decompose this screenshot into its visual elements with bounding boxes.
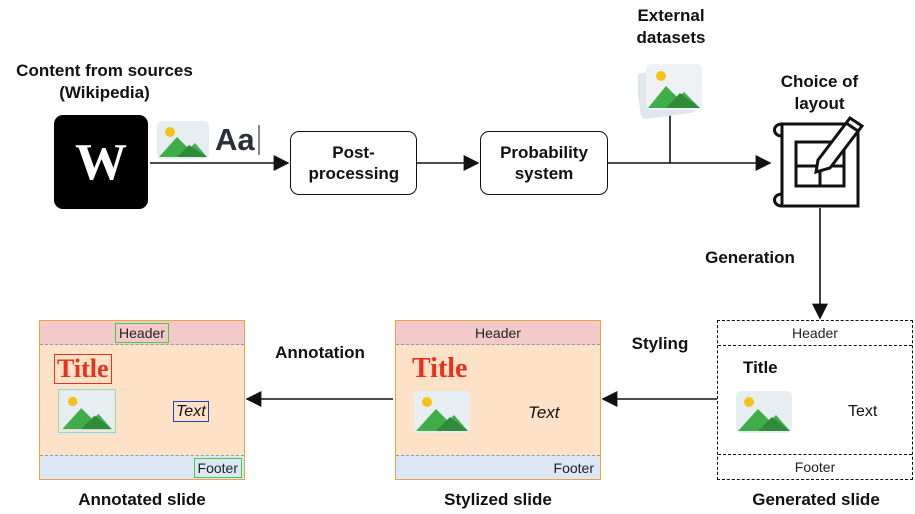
wikipedia-logo-icon: W xyxy=(54,115,148,209)
blueprint-layout-icon xyxy=(773,115,865,208)
post-processing-box: Post-processing xyxy=(290,131,417,195)
generated-slide-caption: Generated slide xyxy=(752,490,880,509)
probability-system-box: Probability system xyxy=(480,131,608,195)
slide-image-icon xyxy=(736,391,792,433)
slide-text: Text xyxy=(173,401,209,422)
text-type-icon: Aa xyxy=(215,120,260,160)
generation-label: Generation xyxy=(705,248,795,267)
slide-title: Title xyxy=(743,358,778,377)
slide-title: Title xyxy=(54,354,112,384)
header-text: Header xyxy=(475,324,521,341)
image-icon xyxy=(157,121,209,159)
slide-footer: Footer xyxy=(718,454,912,479)
slide-header: Header xyxy=(40,321,244,345)
dataset-images-icon xyxy=(638,64,702,120)
wikipedia-glyph: W xyxy=(75,133,127,191)
text-cursor-icon xyxy=(257,125,260,155)
slide-image-icon xyxy=(414,391,470,433)
slide-image-icon xyxy=(59,390,114,431)
post-processing-label: Post-processing xyxy=(308,143,400,183)
annotation-label: Annotation xyxy=(275,343,365,362)
footer-text: Footer xyxy=(553,459,594,476)
footer-text: Footer xyxy=(794,459,836,475)
annotated-slide-caption: Annotated slide xyxy=(78,490,206,509)
slide-title: Title xyxy=(412,353,468,384)
text-glyph: Aa xyxy=(215,122,255,157)
generated-slide: Header Title Text Footer xyxy=(717,320,913,480)
slide-text: Text xyxy=(848,403,878,420)
footer-text: Footer xyxy=(193,457,242,478)
probability-system-label: Probability system xyxy=(500,143,588,183)
header-text: Header xyxy=(792,325,838,341)
slide-header: Header xyxy=(396,321,600,345)
slide-text: Text xyxy=(528,403,560,422)
slide-header: Header xyxy=(718,321,912,346)
header-text: Header xyxy=(115,322,169,343)
stylized-slide: Header Title Text Footer xyxy=(395,320,601,480)
slide-footer: Footer xyxy=(396,455,600,479)
content-sources-label: Content from sources (Wikipedia) xyxy=(16,61,193,102)
stylized-slide-caption: Stylized slide xyxy=(444,490,552,509)
slide-footer: Footer xyxy=(40,455,244,479)
external-datasets-label: External datasets xyxy=(636,6,706,47)
annotated-slide: Header Title Text Footer xyxy=(39,320,245,480)
annotation-box-image xyxy=(58,389,116,433)
choice-of-layout-label: Choice of layout xyxy=(780,72,859,113)
styling-label: Styling xyxy=(631,334,689,353)
